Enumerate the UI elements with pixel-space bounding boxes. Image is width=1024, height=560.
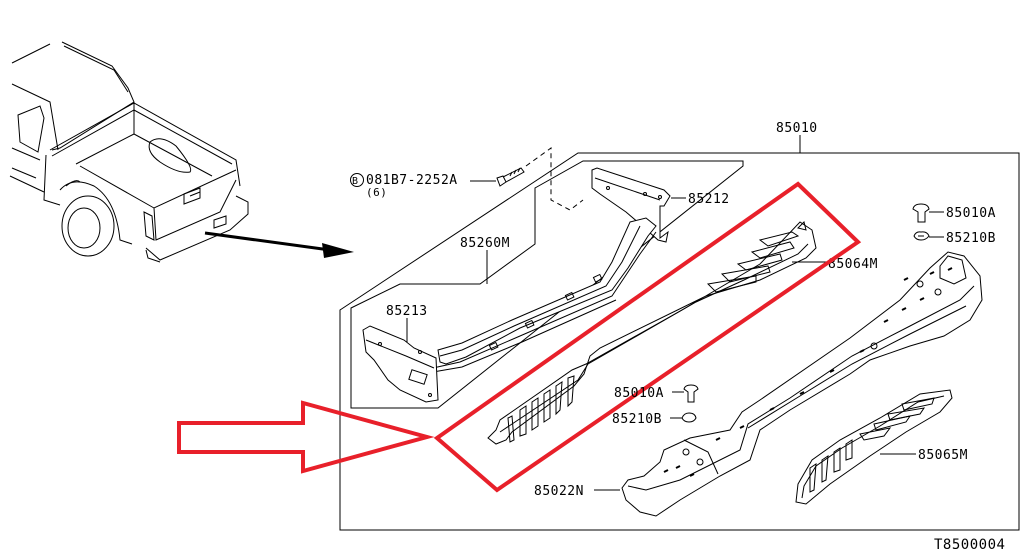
label-85210B-lower: 85210B [612, 412, 662, 427]
label-85064M: 85064M [828, 257, 878, 272]
label-85260M: 85260M [460, 236, 510, 251]
label-85210B-upper: 85210B [946, 231, 996, 246]
part-85213[interactable]: 85213 [362, 304, 439, 403]
label-85022N: 85022N [534, 484, 584, 499]
part-85022N[interactable]: 85022N [534, 251, 983, 517]
part-85260M[interactable]: 85260M [432, 217, 657, 373]
bolt-icon [496, 147, 584, 211]
label-85212: 85212 [688, 192, 730, 207]
part-85065M[interactable]: 85065M [795, 389, 968, 505]
pointer-arrow-icon [177, 400, 435, 474]
location-arrow [204, 231, 354, 258]
bolt-callout[interactable]: B 081B7-2252A (6) [350, 173, 497, 199]
clip-lower-group[interactable]: 85010A 85210B [612, 384, 699, 427]
label-85213: 85213 [386, 304, 428, 319]
bolt-circle-letter: B [352, 176, 359, 187]
label-85065M: 85065M [918, 448, 968, 463]
assembly-label: 85010 [776, 121, 818, 136]
part-85064M[interactable]: 85064M [487, 221, 878, 445]
bolt-part-number: 081B7-2252A [366, 173, 458, 188]
figure-id: T8500004 [934, 537, 1005, 553]
bolt-quantity: (6) [366, 186, 387, 199]
vehicle-overview [9, 41, 249, 263]
clip-upper-group[interactable]: 85010A 85210B [912, 203, 996, 246]
label-85010A-upper: 85010A [946, 206, 996, 221]
highlight-box [433, 181, 862, 493]
reinforcement-subframe [350, 160, 744, 409]
label-85010A-lower: 85010A [614, 386, 664, 401]
assembly-frame: 85010 [339, 121, 1020, 531]
